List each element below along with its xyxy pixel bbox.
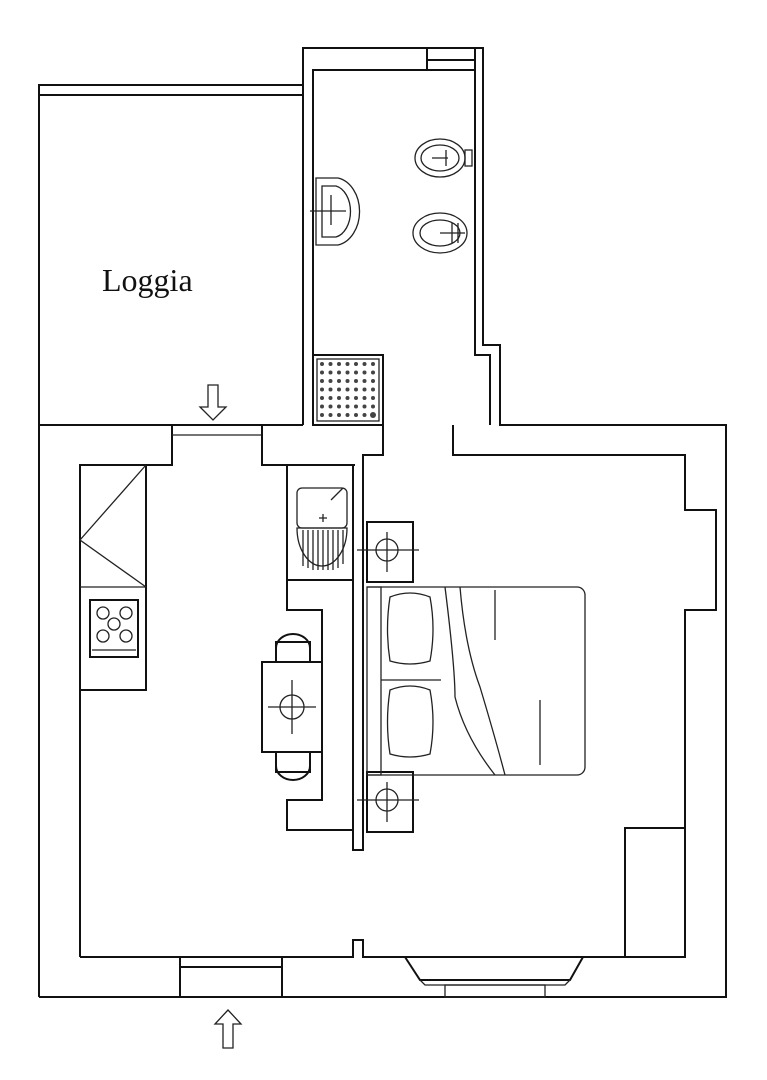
shower-dot bbox=[354, 379, 358, 383]
shower-dot bbox=[345, 362, 350, 366]
dining-table-icon bbox=[261, 633, 323, 781]
shower-dot bbox=[337, 362, 341, 366]
bathroom-sink-icon bbox=[310, 177, 361, 246]
toilet-icon bbox=[414, 138, 473, 178]
shower-dot bbox=[362, 387, 367, 392]
shower-dot bbox=[371, 396, 375, 400]
shower-dot bbox=[371, 379, 375, 383]
entrance-arrow-loggia-icon bbox=[198, 384, 228, 421]
shower-dot bbox=[362, 379, 367, 383]
shower-dot bbox=[337, 379, 341, 383]
entrance-door bbox=[179, 956, 283, 998]
nightstand-icon bbox=[357, 521, 419, 583]
shower-dot bbox=[328, 387, 333, 392]
shower-dot bbox=[337, 370, 341, 375]
shower-dot bbox=[354, 396, 358, 400]
shower-dot bbox=[362, 413, 367, 417]
shower-dot bbox=[345, 379, 350, 383]
shower-dot bbox=[328, 379, 333, 383]
shower-dot bbox=[354, 362, 358, 366]
bidet-icon bbox=[412, 212, 468, 254]
kitchen-counter bbox=[79, 464, 147, 691]
bedroom-fixtures bbox=[357, 521, 586, 833]
shower-dot bbox=[371, 404, 375, 409]
shower-dot bbox=[345, 370, 350, 375]
shower-dot bbox=[337, 387, 341, 392]
shower-dot bbox=[320, 413, 324, 417]
shower-dot bbox=[345, 404, 350, 409]
shower-dot bbox=[320, 370, 324, 375]
shower-dot bbox=[320, 396, 324, 400]
shower-dot bbox=[337, 413, 341, 417]
kitchen-fixtures bbox=[79, 464, 348, 781]
shower-dot bbox=[328, 362, 333, 366]
shower-dot bbox=[328, 413, 333, 417]
shower-dot bbox=[362, 362, 367, 366]
shower-dot bbox=[328, 404, 333, 409]
shower-dot bbox=[362, 370, 367, 375]
shower-dot bbox=[370, 412, 376, 418]
shower-dot bbox=[371, 387, 375, 392]
shower-dot bbox=[328, 370, 333, 375]
shower-dot bbox=[320, 387, 324, 392]
entrance-arrow-main-icon bbox=[213, 1009, 243, 1049]
shower-dot bbox=[320, 362, 324, 366]
shower-dot bbox=[320, 404, 324, 409]
shower-dot bbox=[354, 387, 358, 392]
shower-dot bbox=[345, 387, 350, 392]
shower-dot bbox=[320, 379, 324, 383]
shower-dot bbox=[362, 404, 367, 409]
walls bbox=[38, 47, 727, 998]
shower-dot bbox=[345, 396, 350, 400]
shower-drain-dots bbox=[320, 362, 376, 418]
shower-dot bbox=[328, 396, 333, 400]
shower-dot bbox=[354, 413, 358, 417]
shower-dot bbox=[354, 404, 358, 409]
shower-dot bbox=[337, 404, 341, 409]
bathroom-fixtures: /* dots drawn below */ bbox=[310, 138, 473, 426]
shower-dot bbox=[345, 413, 350, 417]
shower-dot bbox=[371, 362, 375, 366]
nightstand-icon bbox=[357, 771, 419, 833]
room-label-loggia: Loggia bbox=[102, 262, 193, 298]
shower-tray-icon: /* dots drawn below */ bbox=[312, 354, 384, 426]
shower-dot bbox=[354, 370, 358, 375]
stove-icon bbox=[89, 599, 139, 658]
washbasin-icon bbox=[296, 487, 348, 570]
shower-dot bbox=[371, 370, 375, 375]
shower-dot bbox=[362, 396, 367, 400]
bed-icon bbox=[366, 586, 586, 776]
shower-dot bbox=[337, 396, 341, 400]
